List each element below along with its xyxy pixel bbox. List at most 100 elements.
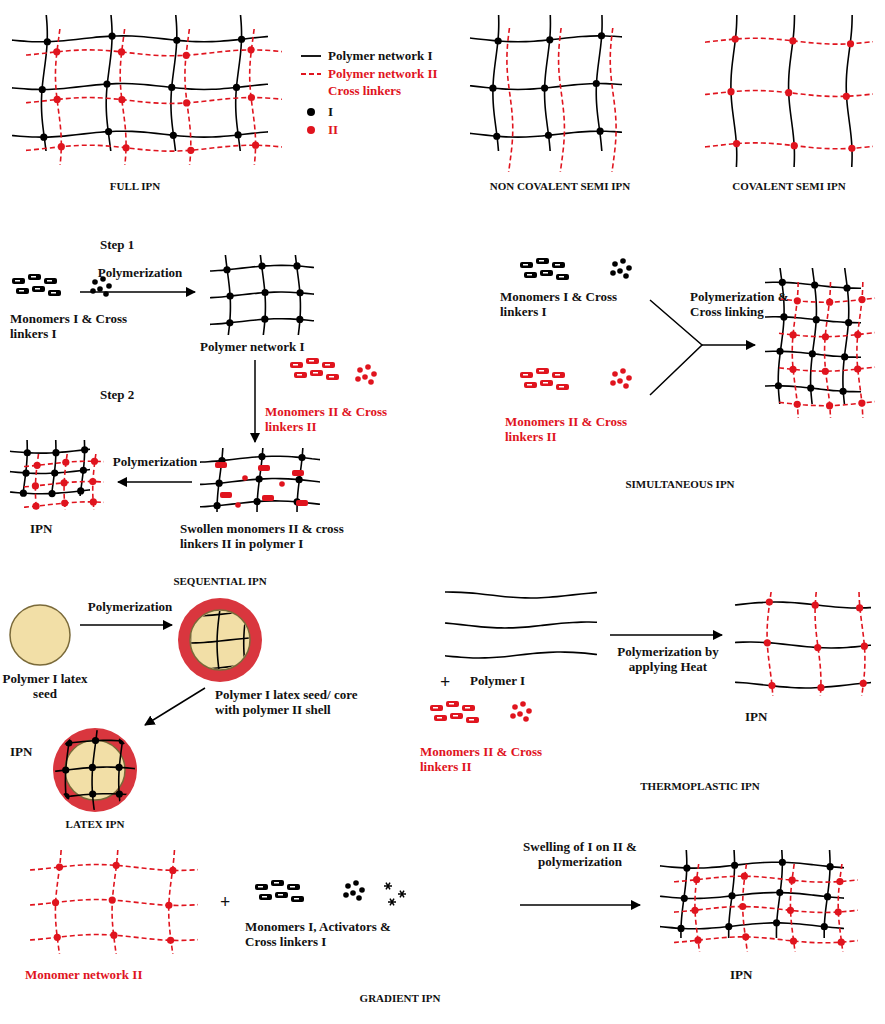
- full-ipn-network-part: [183, 52, 190, 59]
- sequential-ipn-scheme-part: [262, 495, 274, 501]
- simultaneous-ipn-scheme-part: [536, 258, 549, 264]
- thermoplastic-ipn-scheme-part: [735, 602, 871, 608]
- latex-ipn-scheme-part: [145, 688, 205, 725]
- full-ipn-network-part: [247, 46, 254, 53]
- covalent-semi-ipn-network-part: [846, 15, 852, 167]
- simultaneous-ipn-scheme-part: [540, 380, 553, 386]
- gradient-ipn-scheme-part: [356, 895, 362, 901]
- thermoplastic-ipn-scheme-part: [860, 680, 867, 687]
- sequential-ipn-scheme-part: [35, 288, 40, 290]
- sequential-ipn-scheme-part: [90, 498, 97, 505]
- full-ipn-network-part: [173, 37, 180, 44]
- simultaneous-ipn-scheme-part: [524, 382, 537, 388]
- full-ipn-network-part: [44, 38, 51, 45]
- legend-line: [301, 73, 321, 75]
- sequential-ipn-scheme-part: [355, 376, 361, 382]
- simultaneous-ipn-scheme-part: [807, 384, 814, 391]
- simultaneous-ipn-scheme-part: [524, 272, 537, 278]
- non-covalent-semi-ipn-network-part: [545, 132, 552, 139]
- latex-ipn-scheme-part: [89, 791, 96, 798]
- non-covalent-semi-ipn-network-part: [546, 36, 553, 43]
- sequential-ipn-scheme-part: [297, 374, 302, 376]
- sequential-ipn-scheme-part: [51, 440, 56, 496]
- gradient-ipn-scheme-part: [169, 867, 176, 874]
- sequential-ipn-scheme-part: [32, 286, 45, 292]
- simultaneous-ipn-scheme-part: [612, 261, 618, 267]
- simultaneous-ipn-scheme-part: [794, 297, 801, 304]
- gradient-ipn-scheme-part: [725, 923, 732, 930]
- annotation-label: Swollen monomers II & cross linkers II i…: [180, 522, 375, 552]
- thermoplastic-ipn-scheme-part: [469, 719, 474, 721]
- gradient-ipn-scheme-part: [291, 896, 304, 902]
- full-ipn-network-part: [118, 96, 125, 103]
- covalent-semi-ipn-network-part: [847, 40, 854, 47]
- figure-caption: SEQUENTIAL IPN: [120, 575, 320, 588]
- latex-ipn-scheme-part: [180, 664, 260, 670]
- gradient-ipn-scheme-part: [741, 873, 748, 880]
- latex-ipn-scheme-part: [10, 605, 70, 665]
- sequential-ipn-scheme-part: [47, 280, 52, 282]
- simultaneous-ipn-scheme-part: [543, 272, 548, 274]
- simultaneous-ipn-scheme-part: [858, 399, 865, 406]
- thermoplastic-ipn-scheme-part: [526, 708, 532, 714]
- simultaneous-ipn-scheme-part: [843, 284, 850, 291]
- simultaneous-ipn-scheme-part: [620, 368, 626, 374]
- sequential-ipn-scheme-part: [235, 502, 241, 508]
- gradient-ipn-scheme-part: [54, 934, 61, 941]
- annotation-label: Polymer I latex seed: [0, 672, 90, 702]
- full-ipn-network-part: [58, 143, 65, 150]
- latex-ipn-scheme-part: [62, 793, 69, 800]
- full-ipn-network-part: [108, 32, 115, 39]
- simultaneous-ipn-scheme-part: [845, 319, 852, 326]
- gradient-ipn-scheme-part: [677, 925, 684, 932]
- sequential-ipn-scheme-part: [254, 498, 261, 505]
- gradient-ipn-scheme-part: [739, 903, 746, 910]
- annotation-label: Polymerization & Cross linking: [690, 290, 810, 320]
- gradient-ipn-scheme-part: [294, 898, 299, 900]
- gradient-ipn-scheme-part: [773, 919, 780, 926]
- simultaneous-ipn-scheme-part: [523, 264, 528, 266]
- latex-ipn-scheme-part: [62, 766, 69, 773]
- thermoplastic-ipn-scheme-part: [510, 713, 516, 719]
- sequential-ipn-scheme-part: [89, 478, 96, 485]
- simultaneous-ipn-scheme-part: [809, 350, 816, 357]
- simultaneous-ipn-scheme-part: [539, 370, 544, 372]
- thermoplastic-ipn-scheme-part: [446, 701, 459, 707]
- gradient-ipn-scheme-part: [691, 907, 698, 914]
- legend-row: I: [300, 104, 333, 120]
- figure-caption: FULL IPN: [70, 180, 200, 193]
- legend-row: Polymer network II: [300, 66, 438, 82]
- legend-text: I: [328, 104, 333, 120]
- simultaneous-ipn-scheme-part: [813, 316, 820, 323]
- full-ipn-network-part: [40, 134, 47, 141]
- sequential-ipn-scheme-part: [215, 462, 227, 468]
- covalent-semi-ipn-network-part: [848, 145, 855, 152]
- gradient-ipn-scheme-part: [390, 899, 394, 906]
- sequential-ipn-scheme-part: [258, 465, 270, 471]
- gradient-ipn-scheme-part: [343, 892, 349, 898]
- sequential-ipn-scheme-part: [296, 316, 303, 323]
- gradient-ipn-scheme-part: [838, 939, 845, 946]
- simultaneous-ipn-scheme-part: [552, 262, 565, 268]
- sequential-ipn-scheme-part: [20, 490, 27, 497]
- simultaneous-ipn-scheme-part: [623, 273, 629, 279]
- full-ipn-network-part: [233, 84, 240, 91]
- gradient-ipn-scheme-part: [827, 863, 834, 870]
- sequential-ipn-scheme-part: [77, 487, 84, 494]
- annotation-label: Monomers I, Activators & Cross linkers I: [245, 920, 425, 950]
- simultaneous-ipn-scheme-part: [780, 313, 787, 320]
- thermoplastic-ipn-scheme-part: [610, 634, 722, 636]
- gradient-ipn-scheme-part: [390, 899, 394, 906]
- annotation-label: +: [440, 672, 460, 693]
- simultaneous-ipn-scheme-part: [617, 268, 623, 274]
- sequential-ipn-scheme-part: [106, 283, 112, 289]
- simultaneous-ipn-scheme-part: [776, 348, 783, 355]
- sequential-ipn-scheme-part: [242, 475, 248, 481]
- simultaneous-ipn-scheme-part: [527, 274, 532, 276]
- full-ipn-network-part: [185, 29, 191, 165]
- gradient-ipn-scheme-part: [386, 883, 390, 890]
- full-ipn-network-part: [26, 98, 282, 104]
- gradient-ipn-scheme-part: [789, 877, 796, 884]
- thermoplastic-ipn-scheme-part: [523, 716, 529, 722]
- full-ipn-network-part: [234, 131, 241, 138]
